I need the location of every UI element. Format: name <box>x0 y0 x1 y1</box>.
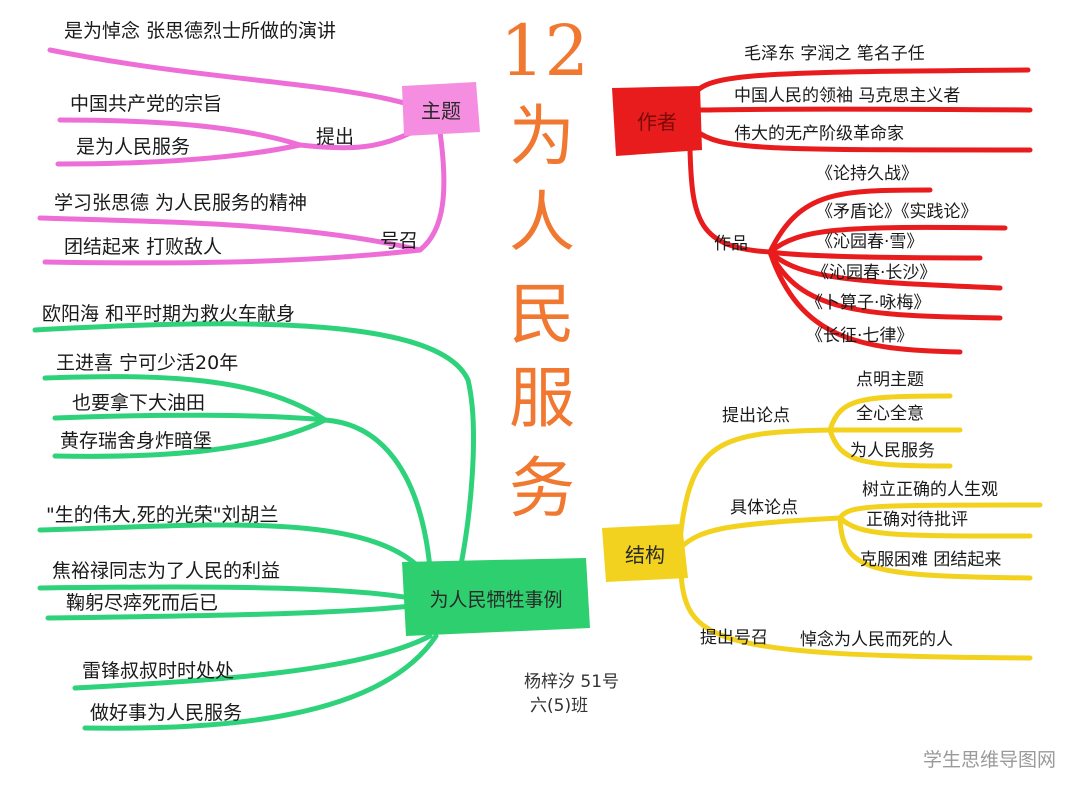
example-item-6: 焦裕禄同志为了人民的利益 <box>52 560 281 582</box>
structure-hub-label: 结构 <box>625 542 665 567</box>
works-to-item3-line <box>767 249 983 261</box>
structure-branches <box>677 393 1043 661</box>
title-char-5: 务 <box>509 450 575 527</box>
author-item-2: 中国人民的领袖 马克思主义者 <box>734 86 961 106</box>
work-item-6: 《长征·七律》 <box>806 326 914 346</box>
works-to-item4-line <box>767 249 1003 291</box>
example-3-line <box>52 412 328 423</box>
example-8-line <box>72 633 433 691</box>
author-hub-shape <box>612 86 702 156</box>
thesis-item-3: 为人民服务 <box>850 441 935 461</box>
topic-branches <box>37 47 447 266</box>
title-number: 12 <box>500 10 590 92</box>
example-item-7: 鞠躬尽瘁死而后已 <box>66 592 219 614</box>
propose-label: 提出 <box>316 126 355 148</box>
works-label: 作品 <box>714 234 748 254</box>
topic-hub-label: 主题 <box>421 98 461 123</box>
thesis-item-1: 点明主题 <box>856 370 924 390</box>
topic-to-call-line <box>417 129 447 253</box>
structure-hub: 结构 <box>604 526 686 580</box>
watermark: 学生思维导图网 <box>922 749 1056 771</box>
call-to-action-label: 提出号召 <box>700 628 768 648</box>
works-to-item1-line <box>767 187 933 255</box>
work-item-1: 《论持久战》 <box>816 164 918 184</box>
call-to-action-text: 悼念为人民而死的人 <box>800 630 953 650</box>
title-char-4: 服 <box>509 360 575 437</box>
thesis-item-2: 全心全意 <box>856 404 924 424</box>
thesis-label: 提出论点 <box>722 406 790 426</box>
example-5-line <box>37 522 423 571</box>
example-2-line <box>42 374 328 423</box>
thesis-to-item1-line <box>827 393 953 433</box>
example-6-line <box>37 584 413 601</box>
structure-hub-shape <box>602 524 688 582</box>
author-to-works-line <box>687 147 773 255</box>
work-item-4: 《沁园春·长沙》 <box>812 263 937 283</box>
example-item-1: 欧阳海 和平时期为救火车献身 <box>42 303 296 325</box>
call-item-1: 学习张思德 为人民服务的精神 <box>54 192 308 214</box>
title-char-2: 人 <box>509 184 575 261</box>
author-item-1: 毛泽东 字润之 笔名子任 <box>744 44 925 64</box>
work-item-5: 《卜算子·咏梅》 <box>806 293 931 313</box>
example-item-4: 黄存瑞舍身炸暗堡 <box>60 430 213 452</box>
author-to-item3-line <box>692 127 1033 153</box>
topic-to-memorial-line <box>47 47 411 107</box>
propose-item-1: 中国共产党的宗旨 <box>70 93 223 115</box>
argument-item-3: 克服困难 团结起来 <box>860 550 1002 570</box>
examples-hub-label: 为人民牺牲事例 <box>429 588 563 611</box>
works-to-item6-line <box>767 249 963 355</box>
signature-class: 六(5)班 <box>530 696 589 716</box>
example-item-3: 也要拿下大油田 <box>72 392 206 414</box>
author-hub: 作者 <box>614 88 700 152</box>
structure-to-thesis-line <box>677 427 833 543</box>
arguments-to-item3-line <box>837 515 1033 581</box>
thesis-to-item3-line <box>827 427 953 469</box>
examples-hub-shape <box>402 558 590 636</box>
structure-to-call-line <box>677 555 1033 661</box>
topic-hub-shape <box>402 82 480 136</box>
arguments-to-item1-line <box>837 502 1043 521</box>
arguments-label: 具体论点 <box>730 498 798 518</box>
title-char-1: 为 <box>509 98 575 175</box>
call-to-item1-line <box>37 215 423 253</box>
works-to-item5-line <box>767 249 1003 321</box>
propose-item-2: 是为人民服务 <box>76 136 191 158</box>
call-to-item2-line <box>42 247 423 266</box>
title-char-3: 民 <box>509 276 575 353</box>
topic-hub: 主题 <box>402 84 480 134</box>
topic-memorial-text: 是为悼念 张思德烈士所做的演讲 <box>64 20 337 42</box>
example-7-line <box>45 603 413 621</box>
example-1-line <box>32 321 476 573</box>
call-label: 号召 <box>380 230 419 252</box>
author-item-3: 伟大的无产阶级革命家 <box>734 124 904 144</box>
example-item-8: 雷锋叔叔时时处处 <box>82 660 235 682</box>
example-group-line <box>322 417 433 571</box>
example-4-line <box>52 417 328 459</box>
work-item-2: 《矛盾论》《实践论》 <box>816 202 978 222</box>
example-item-5: "生的伟大,死的光荣"刘胡兰 <box>46 504 279 526</box>
example-item-2: 王进喜 宁可少活20年 <box>56 352 239 374</box>
signature-name: 杨梓汐 51号 <box>524 672 620 692</box>
author-branches <box>687 67 1033 355</box>
argument-item-2: 正确对待批评 <box>866 510 968 530</box>
arguments-to-item2-line <box>837 515 1033 539</box>
examples-hub: 为人民牺牲事例 <box>404 562 588 634</box>
examples-branches <box>32 321 476 731</box>
author-hub-label: 作者 <box>637 109 677 134</box>
work-item-3: 《沁园春·雪》 <box>816 232 924 252</box>
propose-to-item2-line <box>55 142 303 167</box>
example-item-9: 做好事为人民服务 <box>90 702 243 724</box>
structure-to-arguments-line <box>677 515 843 551</box>
call-item-2: 团结起来 打败敌人 <box>64 236 223 258</box>
example-9-line <box>82 633 439 731</box>
propose-to-item1-line <box>57 117 303 148</box>
works-to-item2-line <box>767 224 1008 255</box>
argument-item-1: 树立正确的人生观 <box>862 480 998 500</box>
author-to-item2-line <box>697 106 1033 113</box>
